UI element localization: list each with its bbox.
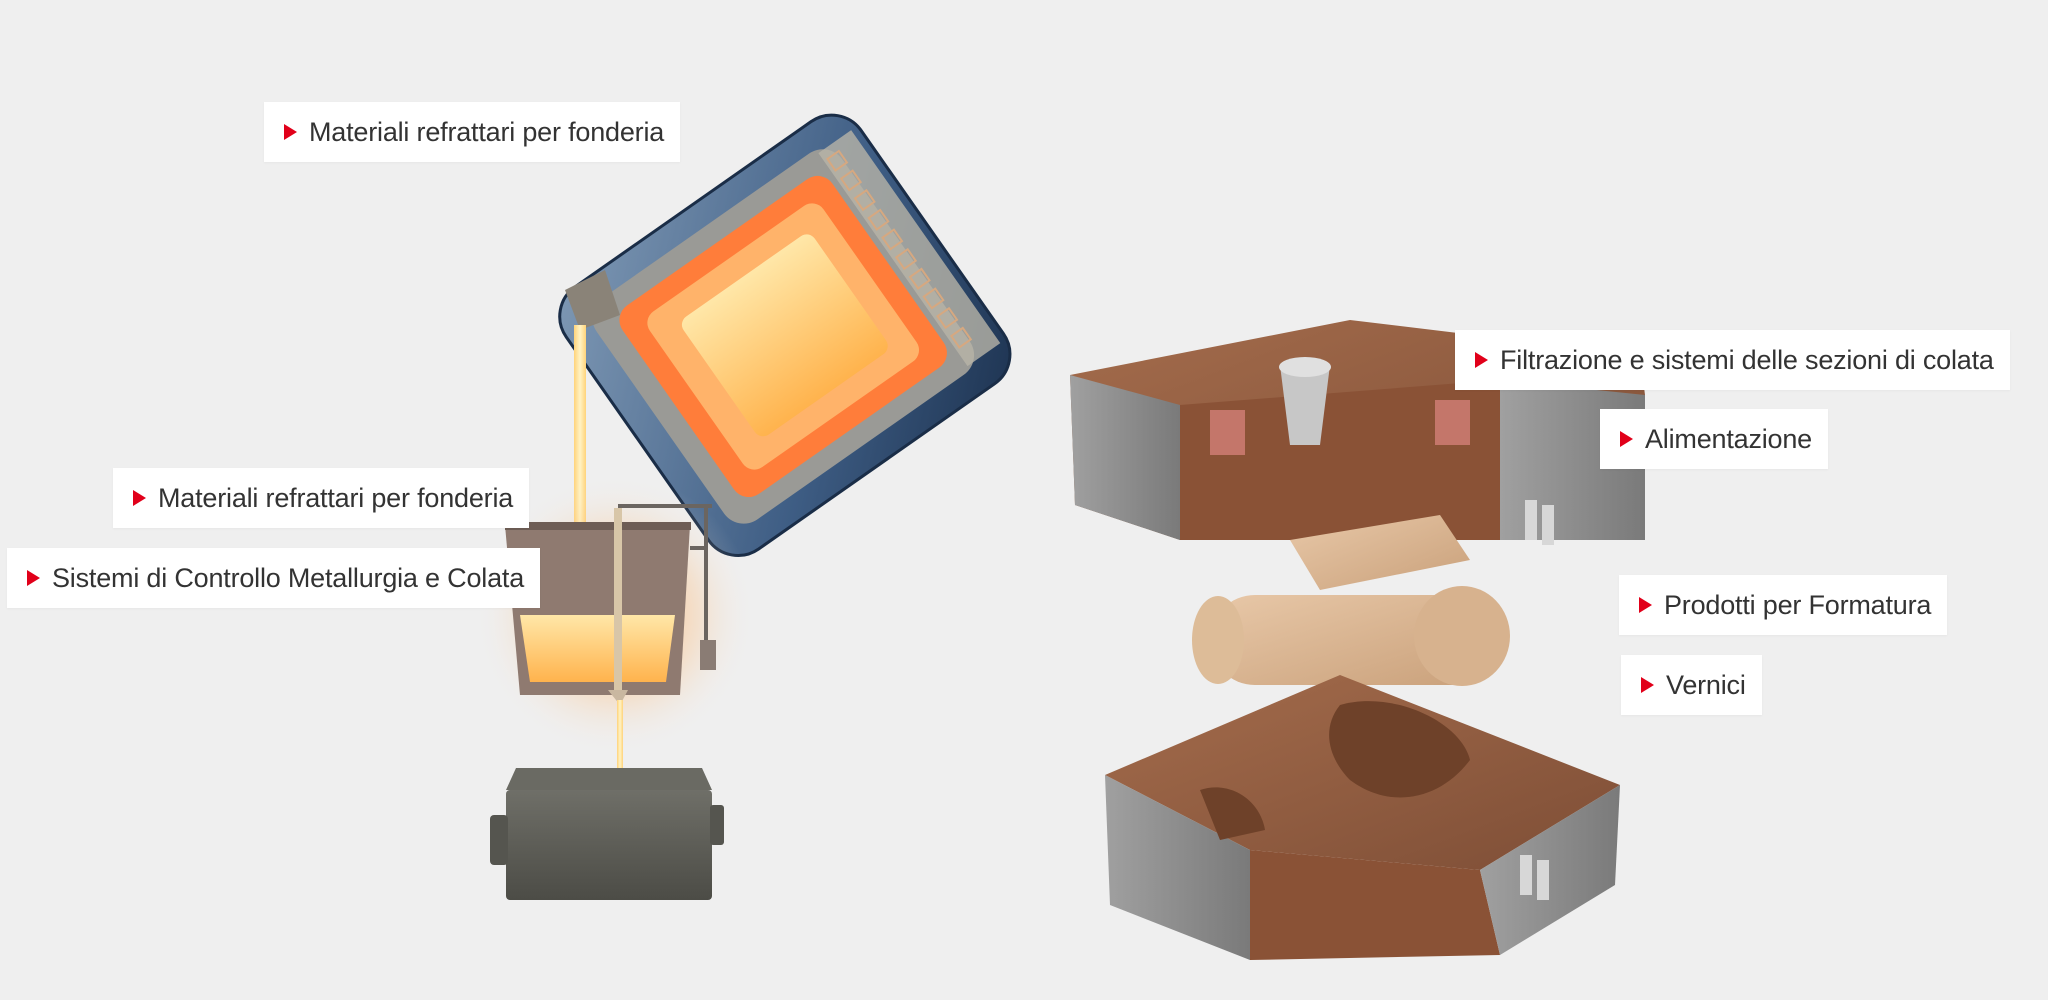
arrow-right-icon (1641, 677, 1654, 693)
callout-label: Materiali refrattari per fonderia (309, 116, 665, 147)
callout-furnace-refractories[interactable]: Materiali refrattari per fonderia (264, 102, 681, 162)
callout-label: Materiali refrattari per fonderia (158, 482, 514, 513)
callout-filtration[interactable]: Filtrazione e sistemi delle sezioni di c… (1455, 330, 2010, 390)
callout-feeding[interactable]: Alimentazione (1600, 409, 1828, 469)
callout-label: Vernici (1666, 669, 1746, 700)
callout-metallurgy-control[interactable]: Sistemi di Controllo Metallurgia e Colat… (7, 548, 541, 608)
callout-label: Alimentazione (1645, 423, 1812, 454)
callout-ladle-refractories[interactable]: Materiali refrattari per fonderia (113, 468, 530, 528)
induction-furnace (558, 113, 1012, 557)
arrow-right-icon (284, 124, 297, 140)
arrow-right-icon (27, 570, 40, 586)
arrow-right-icon (1639, 597, 1652, 613)
pouring-ladle (475, 475, 755, 755)
casting-mould-box (490, 768, 724, 900)
callout-moulding-products[interactable]: Prodotti per Formatura (1619, 575, 1948, 635)
callout-coatings[interactable]: Vernici (1621, 655, 1762, 715)
arrow-right-icon (1475, 352, 1488, 368)
arrow-right-icon (1620, 431, 1633, 447)
callout-label: Prodotti per Formatura (1664, 589, 1932, 620)
sand-core (1192, 515, 1510, 686)
arrow-right-icon (133, 490, 146, 506)
callout-label: Filtrazione e sistemi delle sezioni di c… (1500, 344, 1994, 375)
mould-lower-half (1105, 675, 1620, 960)
callout-label: Sistemi di Controllo Metallurgia e Colat… (52, 562, 525, 593)
molten-stream-ladle (617, 700, 623, 770)
